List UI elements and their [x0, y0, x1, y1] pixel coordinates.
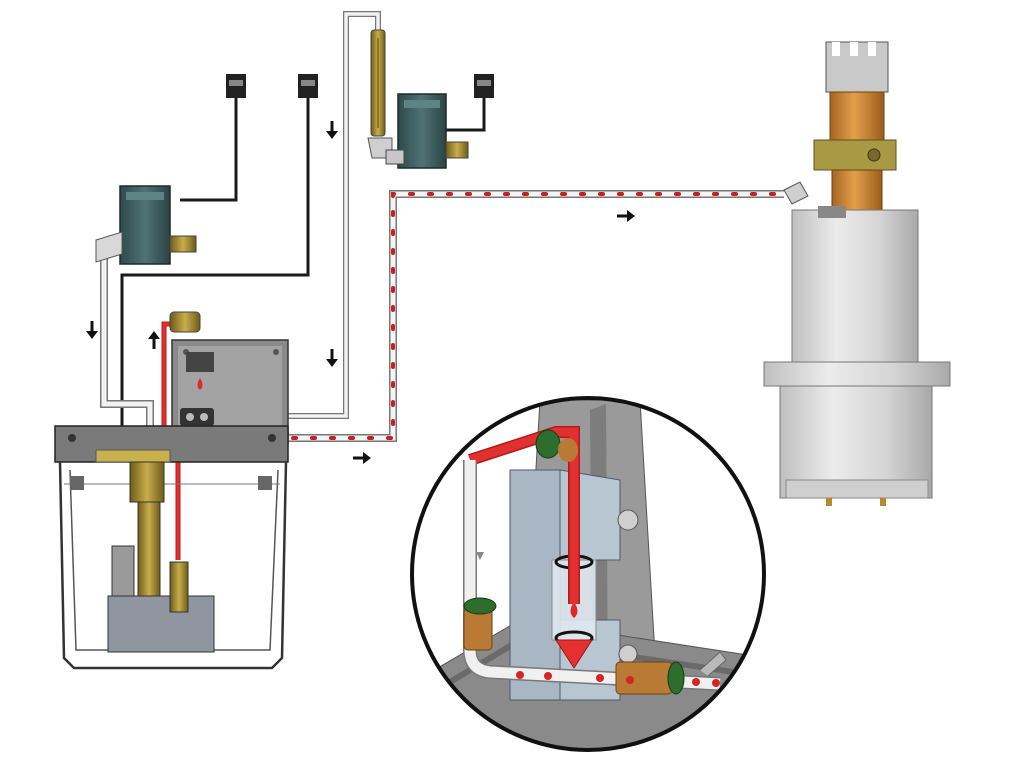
- flow-arrows: [86, 121, 635, 464]
- air-lines: [100, 11, 381, 428]
- arrow-mix-spindle: [617, 210, 635, 222]
- detail-magnifier: [410, 396, 766, 752]
- air-flow-meter: [367, 29, 393, 159]
- arrow-air-left: [86, 321, 98, 339]
- oil-air-mixture-line: [196, 190, 786, 442]
- arrow-air-top: [326, 121, 338, 139]
- signal-wires: [120, 96, 486, 430]
- electrical-connector-icon: [226, 74, 494, 98]
- arrow-oil-up: [148, 331, 160, 349]
- solenoid-valve-top: [385, 93, 469, 169]
- spindle: [763, 41, 951, 506]
- oil-pump: [107, 461, 215, 653]
- mixing-block: [169, 311, 289, 445]
- arrow-air-block: [326, 349, 338, 367]
- solenoid-valve-left: [95, 185, 197, 265]
- arrow-mix-out: [353, 452, 371, 464]
